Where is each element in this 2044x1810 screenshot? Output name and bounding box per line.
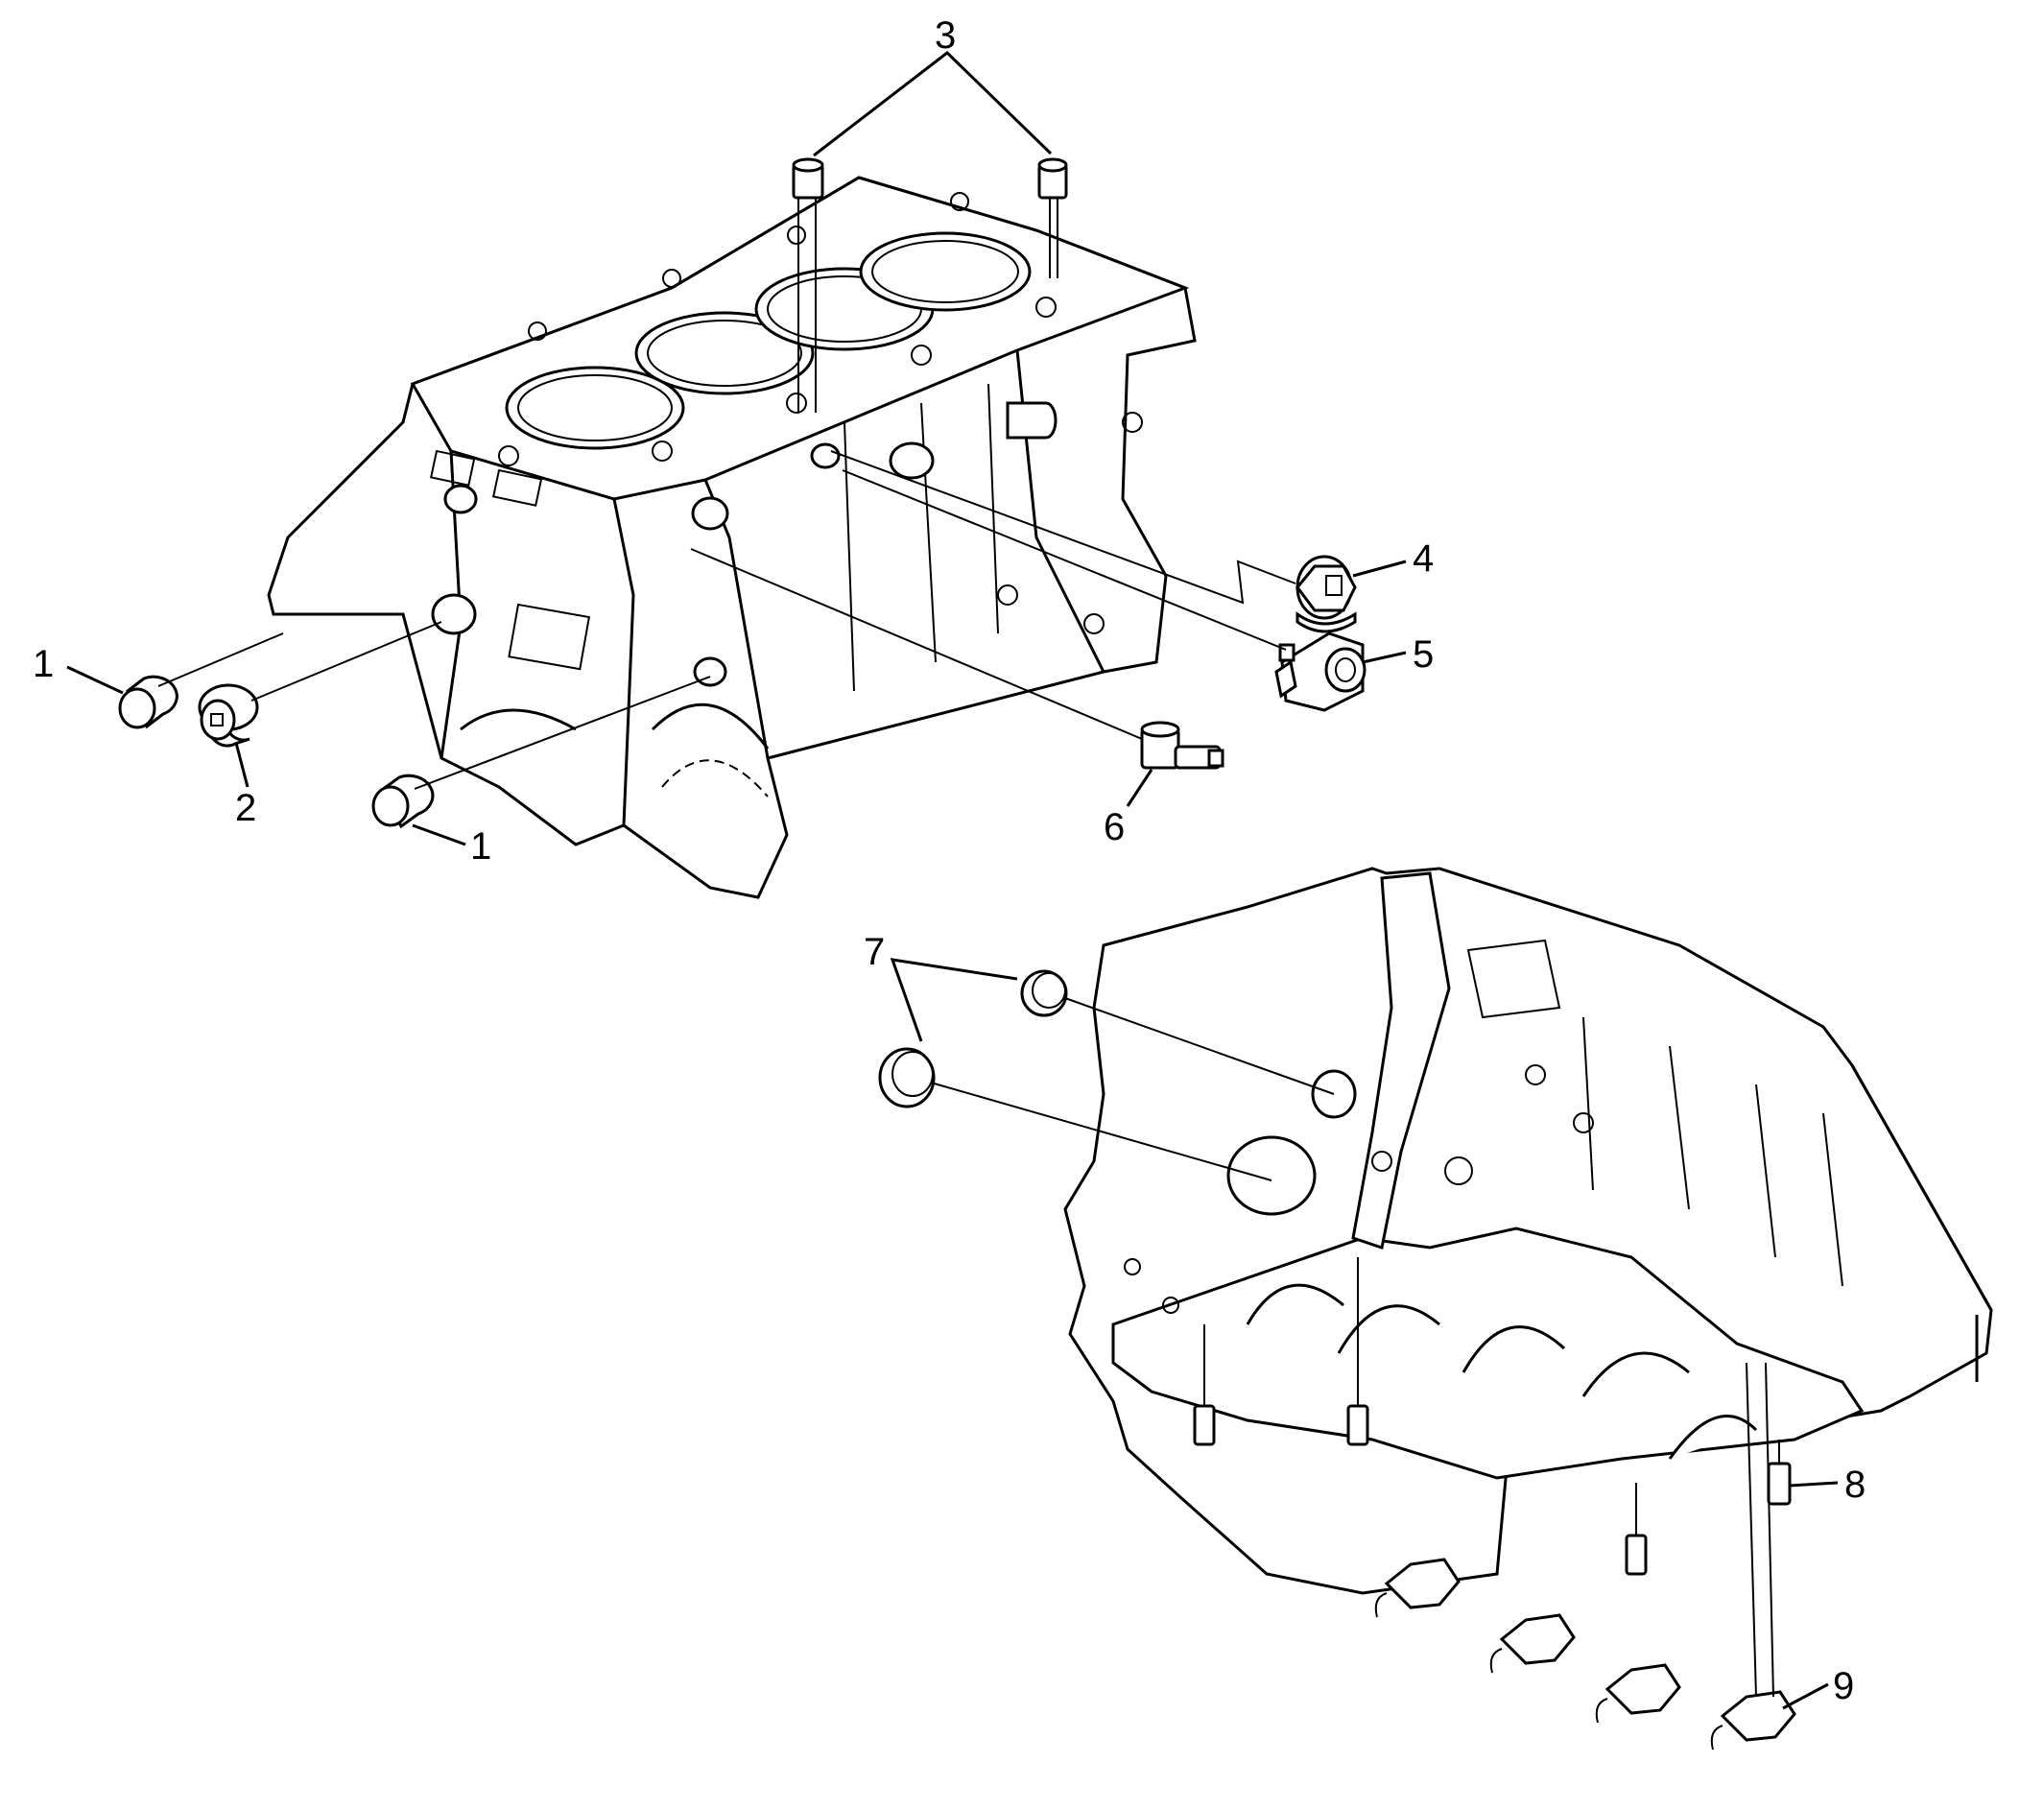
callout-6: 6: [1104, 806, 1125, 848]
callout-3: 3: [935, 14, 956, 57]
leader-line-4: [830, 450, 1296, 605]
leader-line-6: [690, 548, 1143, 740]
lower-engine-block: [1063, 867, 1993, 1595]
callout-1a: 1: [33, 643, 54, 685]
threaded-plug-part-2: [198, 683, 259, 748]
callout-2: 2: [235, 787, 256, 829]
plug-part-1a: [118, 675, 178, 729]
cap-part-7b: [878, 1047, 936, 1108]
leader-line-2: [250, 621, 442, 702]
callout-9-leader: [1782, 1682, 1829, 1710]
sensor-part-5: [1274, 631, 1367, 712]
leader-line-7a: [1064, 997, 1335, 1095]
leader-line-1a: [157, 632, 284, 687]
plug-part-1b: [371, 774, 435, 829]
callout-9: 9: [1833, 1665, 1854, 1707]
callout-7: 7: [864, 931, 885, 973]
leader-line-1b: [414, 676, 711, 790]
dowel-pin-part-3a: [792, 157, 824, 200]
knock-sensor-part-6: [1140, 721, 1224, 770]
callout-3-leader: [813, 51, 1053, 157]
callout-5: 5: [1413, 633, 1434, 676]
callout-1b-leader: [412, 823, 466, 846]
callout-8-leader: [1789, 1481, 1839, 1488]
leader-line-5: [842, 469, 1287, 651]
callout-6-leader: [1126, 769, 1153, 807]
callout-7-leader: [890, 958, 1018, 1042]
callout-1a-leader: [66, 665, 124, 695]
callout-8: 8: [1844, 1464, 1866, 1506]
callout-2-leader: [234, 742, 250, 788]
callout-5-leader: [1362, 651, 1407, 664]
cap-part-7a: [1020, 969, 1068, 1017]
leader-line-7b: [930, 1082, 1272, 1181]
callout-4: 4: [1413, 537, 1434, 580]
oil-jet-part-9: [1374, 1362, 1796, 1750]
dowel-pin-part-3b: [1037, 157, 1068, 200]
plug-bolt-part-4: [1295, 555, 1357, 633]
callout-4-leader: [1352, 560, 1407, 578]
callout-1b: 1: [470, 825, 491, 868]
dowel-pins-part-8: [1193, 1257, 1792, 1576]
